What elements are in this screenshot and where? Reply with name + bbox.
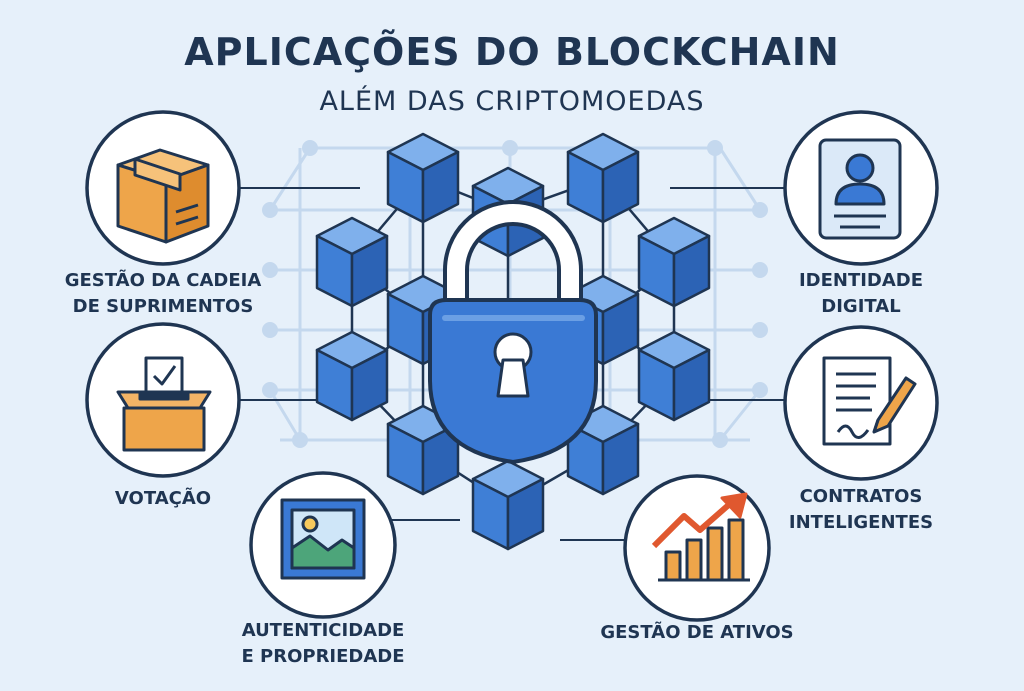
padlock-icon [428,200,598,465]
package-box-icon [116,148,210,244]
label-supply-chain: GESTÃO DA CADEIA DE SUPRIMENTOS [48,268,278,320]
growth-chart-icon [651,492,750,582]
label-authenticity: AUTENTICIDADE E PROPRIEDADE [223,618,423,670]
page-subtitle: ALÉM DAS CRIPTOMOEDAS [319,86,705,117]
ballot-box-icon [116,356,212,452]
label-line: VOTAÇÃO [114,488,212,509]
label-line: IDENTIDADE [798,270,924,291]
contract-pen-icon [822,356,917,446]
background-nodes [262,140,768,448]
circle-supply-chain [85,110,241,266]
label-line: INTELIGENTES [788,512,934,533]
block-cube [637,330,711,422]
label-line: CONTRATOS [799,486,923,507]
circle-digital-identity [783,110,939,266]
id-card-icon [818,138,902,240]
block-cube [637,216,711,308]
label-smart-contracts: CONTRATOS INTELIGENTES [781,484,941,536]
circle-authenticity [249,471,397,619]
picture-frame-icon [280,498,366,580]
block-cube [566,132,640,224]
label-digital-identity: IDENTIDADE DIGITAL [781,268,941,320]
circle-asset-management [623,474,771,622]
label-line: E PROPRIEDADE [241,646,405,667]
block-cube [386,132,460,224]
label-line: GESTÃO DE ATIVOS [600,622,794,643]
block-cube [315,330,389,422]
label-voting: VOTAÇÃO [83,486,243,512]
label-line: DE SUPRIMENTOS [72,296,254,317]
label-line: DIGITAL [821,296,901,317]
label-line: GESTÃO DA CADEIA [64,270,262,291]
circle-smart-contracts [783,325,939,481]
block-cube [315,216,389,308]
label-asset-management: GESTÃO DE ATIVOS [597,620,797,646]
label-line: AUTENTICIDADE [241,620,405,641]
page-title: APLICAÇÕES DO BLOCKCHAIN [184,30,840,74]
circle-voting [85,322,241,478]
block-cube [471,459,545,551]
